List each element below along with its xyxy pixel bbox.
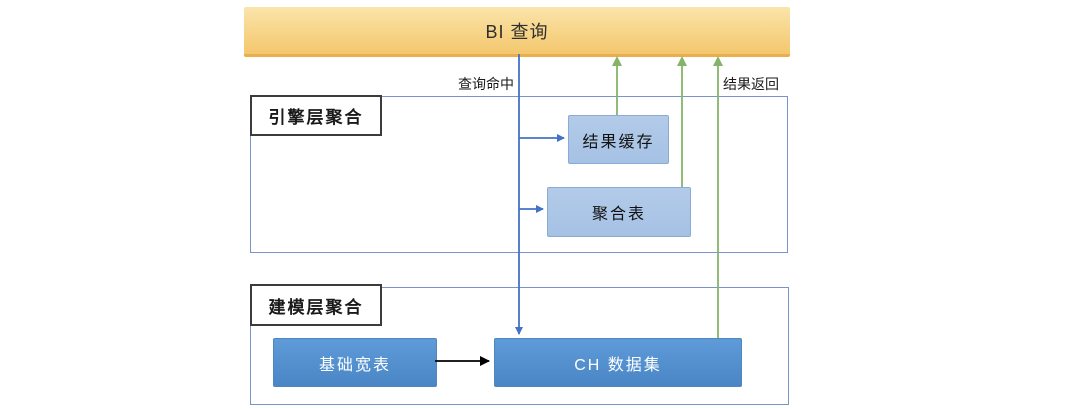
query-hit-label: 查询命中 [458, 76, 514, 92]
engine-layer-label-text: 引擎层聚合 [268, 108, 364, 127]
bi-query-bar-label: BI 查询 [485, 21, 549, 42]
ch-dataset-node-label: CH 数据集 [574, 356, 662, 374]
modeling-layer-label: 建模层聚合 [250, 284, 382, 326]
agg-table-node-label: 聚合表 [591, 206, 646, 223]
base-wide-table-node: 基础宽表 [273, 338, 437, 387]
base-wide-table-node-label: 基础宽表 [318, 356, 391, 374]
result-cache-node-label: 结果缓存 [582, 133, 655, 151]
agg-table-node: 聚合表 [547, 187, 691, 237]
engine-layer-label: 引擎层聚合 [250, 95, 382, 136]
ch-dataset-node: CH 数据集 [494, 338, 742, 387]
result-return-label: 结果返回 [723, 76, 779, 92]
result-cache-node: 结果缓存 [568, 115, 669, 164]
modeling-layer-label-text: 建模层聚合 [268, 297, 364, 317]
bi-query-bar: BI 查询 [244, 7, 790, 57]
